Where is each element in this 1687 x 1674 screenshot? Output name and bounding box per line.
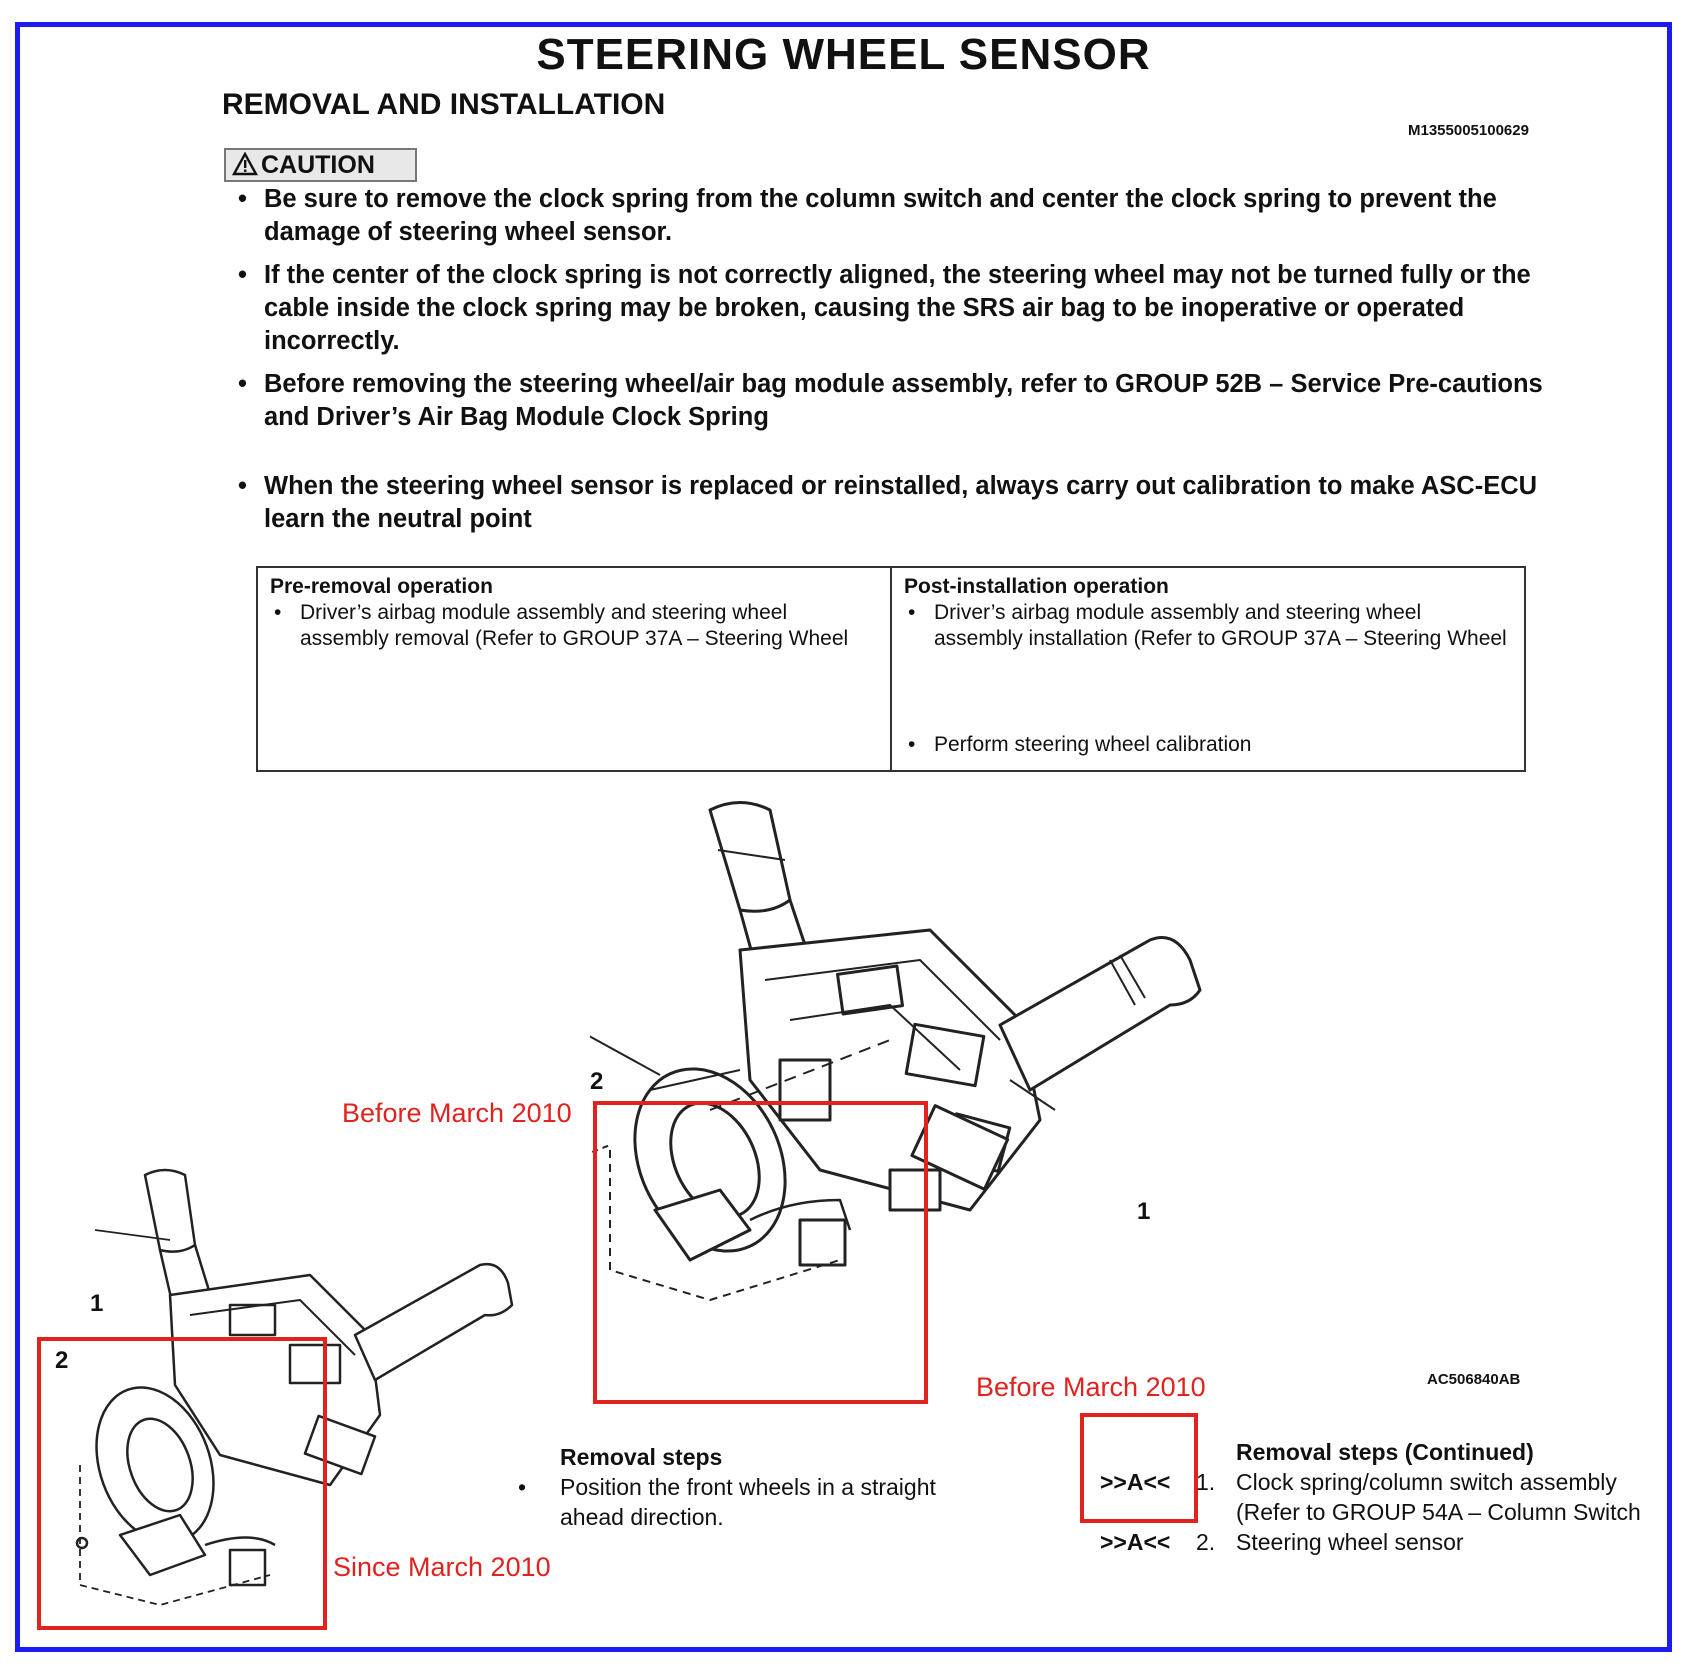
callout-1-since: 1 [90,1290,104,1317]
caution-badge: CAUTION [224,148,417,182]
callout-2-since: 2 [55,1347,69,1374]
label-before-march-2010: Before March 2010 [342,1098,572,1128]
removal-steps-heading: Removal steps [560,1444,723,1470]
removal-step-item: >>A<< 2. Steering wheel sensor [1100,1529,1464,1555]
warning-triangle-icon [231,151,259,176]
removal-step-item: >>A<< 1. Clock spring/column switch asse… [1100,1469,1641,1525]
caution-item: •Be sure to remove the clock spring from… [238,185,1497,246]
column-switch-diagram-main [590,801,1202,1301]
pre-removal-column: Pre-removal operation •Driver’s airbag m… [258,568,890,770]
pre-removal-heading: Pre-removal operation [270,575,493,598]
caution-list: •Be sure to remove the clock spring from… [236,183,1556,546]
pre-removal-item: •Driver’s airbag module assembly and ste… [274,601,849,650]
page-border [15,22,1672,1652]
page-title: STEERING WHEEL SENSOR [536,30,1151,79]
section-subtitle: REMOVAL AND INSTALLATION [222,88,666,121]
column-switch-diagram-since [75,1168,514,1606]
caution-item: •When the steering wheel sensor is repla… [238,472,1538,533]
removal-steps-continued-heading: Removal steps (Continued) [1236,1439,1534,1465]
label-since-march-2010: Since March 2010 [333,1552,551,1582]
removal-steps: Removal steps •Position the front wheels… [518,1442,978,1532]
highlight-step-marker [1080,1413,1198,1523]
callout-2-main: 2 [590,1068,604,1095]
post-installation-item: •Perform steering wheel calibration [908,733,1252,756]
post-installation-item: •Driver’s airbag module assembly and ste… [908,601,1507,650]
post-installation-heading: Post-installation operation [904,575,1169,598]
label-before-march-2010-steps: Before March 2010 [976,1372,1206,1402]
document-id: M1355005100629 [1408,122,1529,139]
post-installation-column: Post-installation operation •Driver’s ai… [890,568,1524,770]
caution-item: •If the center of the clock spring is no… [238,261,1531,355]
caution-item: •Before removing the steering wheel/air … [238,370,1543,431]
removal-steps-continued: Removal steps (Continued) >>A<< 1. Clock… [1100,1437,1660,1557]
caution-label: CAUTION [261,151,375,179]
operations-table: Pre-removal operation •Driver’s airbag m… [256,566,1526,772]
callout-1-main: 1 [1137,1198,1151,1225]
highlight-before-march-2010 [593,1101,928,1404]
highlight-since-march-2010 [37,1337,327,1630]
removal-step-bullet: •Position the front wheels in a straight… [518,1474,936,1530]
figure-code: AC506840AB [1427,1371,1521,1388]
